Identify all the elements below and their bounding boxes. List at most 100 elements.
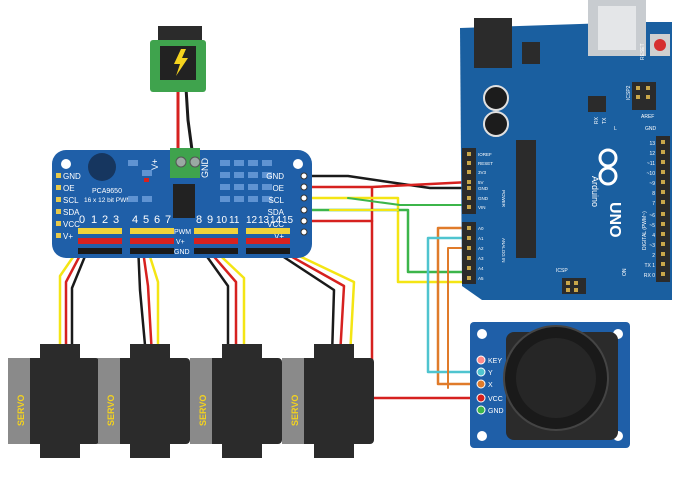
- servo-1: SERVO: [8, 344, 100, 458]
- pca-chip-label: PCA9650: [92, 188, 122, 195]
- l-led-label: L: [614, 126, 617, 132]
- right-pin-vcc: VCC: [267, 220, 284, 229]
- servo-2: SERVO: [98, 344, 190, 458]
- microcontroller: [516, 140, 536, 258]
- right-pin-scl: SCL: [268, 196, 284, 205]
- capacitor-1: [483, 85, 509, 111]
- power-jack: [150, 26, 206, 92]
- servo-3-label: SERVO: [198, 395, 208, 426]
- pca-chip: [173, 184, 195, 218]
- servo-header-grid: [78, 228, 290, 254]
- channel-11: 11: [229, 215, 240, 226]
- power-pin-gnd2: GND: [478, 196, 489, 201]
- channel-2: 2: [102, 214, 108, 226]
- digital-pin-labels: 13 12 ~11 ~10 ~9 8 7 ~6 ~5 4 ~3 2 TX 1 R…: [644, 141, 655, 279]
- digital-pin-7: 7: [652, 201, 655, 207]
- icsp-label: ICSP: [556, 268, 568, 274]
- left-pin-scl: SCL: [63, 196, 79, 205]
- digital-pin-2: 2: [652, 253, 655, 259]
- analog-pin-a4: A4: [478, 266, 484, 271]
- capacitor-2: [483, 111, 509, 137]
- analog-header: [462, 222, 476, 284]
- wire-servo1-black: [70, 242, 92, 358]
- digital-pin-6: ~6: [649, 213, 655, 219]
- tx-led-label: TX: [602, 117, 608, 124]
- wire-servo2-black: [136, 242, 148, 358]
- joy-pin-y: Y: [488, 370, 493, 377]
- power-pin-3v3: 3V3: [478, 170, 487, 175]
- digital-label: DIGITAL (PWM~): [642, 211, 648, 250]
- joystick-pins: KEY Y X VCC GND: [476, 355, 504, 415]
- aref-label: AREF: [641, 114, 654, 120]
- channel-5: 5: [143, 214, 149, 226]
- left-header: GND OE SCL SDA VCC V+: [56, 172, 81, 241]
- wire-vcc-red: [306, 219, 472, 400]
- joy-pin-gnd: GND: [488, 408, 504, 415]
- channel-13: 13: [258, 215, 270, 226]
- joy-pin-x: X: [488, 382, 493, 389]
- arduino-board: RESET ICSP2 AREF GND TX RX L 13 12 ~11 ~…: [460, 0, 672, 300]
- channel-6: 6: [154, 214, 160, 226]
- wire-servo3-red: [201, 242, 238, 358]
- power-pin-reset: RESET: [478, 161, 493, 166]
- analog-pin-a1: A1: [478, 236, 484, 241]
- digital-pin-5: ~5: [649, 223, 655, 229]
- joy-pin-vcc: VCC: [488, 396, 503, 403]
- digital-pin-12: 12: [649, 151, 655, 157]
- pca-subtitle: 16 x 12 bit PWM: [84, 197, 132, 204]
- digital-pin-3: ~3: [649, 243, 655, 249]
- channel-12: 12: [246, 215, 258, 226]
- digital-pin-10: ~10: [647, 171, 656, 177]
- channel-0: 0: [79, 214, 85, 226]
- wires: [58, 86, 480, 410]
- channel-1: 1: [91, 214, 97, 226]
- digital-pin-9: ~9: [649, 181, 655, 187]
- analog-pin-a0: A0: [478, 226, 484, 231]
- digital-pin-rx0: RX 0: [644, 273, 655, 279]
- digital-pin-tx1: TX 1: [644, 263, 655, 269]
- channel-14: 14: [270, 215, 282, 226]
- pca-logo: [88, 153, 116, 181]
- channel-10: 10: [216, 215, 228, 226]
- left-pin-vplus: V+: [63, 232, 73, 241]
- wire-a0-orange: [436, 226, 480, 386]
- power-pin-ioref: IOREF: [478, 152, 492, 157]
- power-gnd-label: GND: [200, 158, 210, 179]
- analog-pin-a3: A3: [478, 256, 484, 261]
- power-pin-vin: VIN: [478, 205, 486, 210]
- arduino-model: UNO: [606, 202, 623, 238]
- analog-pin-a5: A5: [478, 276, 484, 281]
- power-pin-gnd1: GND: [478, 186, 489, 191]
- icsp2-label: ICSP2: [626, 85, 632, 100]
- power-plus-label: V+: [150, 159, 160, 170]
- left-pin-gnd: GND: [63, 172, 81, 181]
- channel-4: 4: [132, 214, 138, 226]
- reset-label: RESET: [640, 43, 646, 60]
- right-pin-vplus: V+: [274, 232, 284, 241]
- left-pin-oe: OE: [63, 184, 75, 193]
- digital-pin-8: 8: [652, 191, 655, 197]
- arduino-brand: Arduino: [590, 176, 600, 207]
- wire-sda-green-2: [347, 197, 471, 206]
- right-pin-gnd: GND: [266, 172, 284, 181]
- joy-pin-key: KEY: [488, 358, 502, 365]
- power-pin-labels: IOREF RESET 3V3 5V GND GND VIN: [478, 152, 493, 210]
- digital-pin-11: ~11: [647, 161, 655, 167]
- wire-servo3-yellow: [206, 242, 246, 358]
- right-pin-oe: OE: [272, 184, 284, 193]
- dc-jack: [474, 18, 512, 68]
- wire-servo4-black: [262, 242, 336, 358]
- right-pin-sda: SDA: [268, 208, 285, 217]
- row-label-vplus: V+: [176, 239, 185, 246]
- servo-4-label: SERVO: [290, 395, 300, 426]
- analog-pin-labels: A0 A1 A2 A3 A4 A5: [478, 226, 484, 281]
- right-header: GND OE SCL SDA VCC V+: [266, 172, 308, 241]
- wire-gnd-joy-black: [372, 398, 478, 410]
- on-led-label: ON: [622, 268, 628, 276]
- analog-pin-a2: A2: [478, 246, 484, 251]
- power-pin-5v: 5V: [478, 180, 484, 185]
- servo-4: SERVO: [282, 344, 374, 458]
- channel-7: 7: [165, 214, 171, 226]
